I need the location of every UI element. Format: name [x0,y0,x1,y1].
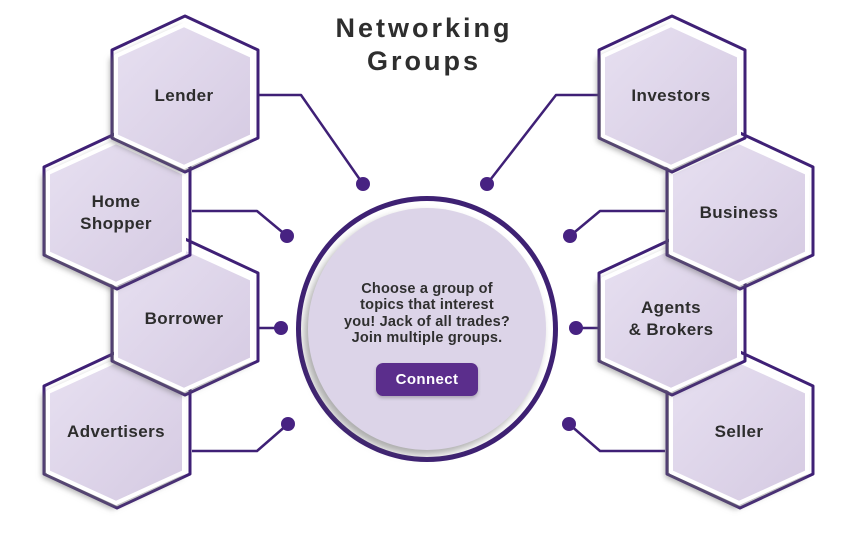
page-title-line-2: Groups [366,46,481,76]
hexagon-label-advertisers: Advertisers [48,361,184,503]
hexagon-shape [110,14,260,174]
hexagon-label-agents-brokers: Agents & Brokers [603,248,739,390]
hexagon-label-home-shopper: Home Shopper [48,142,184,284]
connector-business [563,209,665,243]
hexagon-label-business: Business [671,142,807,284]
connector-borrower [258,321,288,335]
label-line: Seller [714,422,764,441]
label-line: Borrower [144,309,224,328]
page-title: Networking Groups [278,12,570,78]
hexagon-label-borrower: Borrower [116,248,252,390]
hexagon-seller: Seller [665,350,815,510]
hexagon-label-lender: Lender [116,25,252,167]
center-message-line: Choose a group of [361,280,493,297]
label-line: Agents [640,298,702,317]
label-line: Investors [631,86,711,105]
center-circle-content: Choose a group of topics that interest y… [308,208,546,450]
label-line: Business [699,203,779,222]
label-line: & Brokers [628,320,714,339]
connector-agents-brokers [569,321,599,335]
center-message-line: you! Jack of all trades? [344,313,510,330]
hexagon-label-seller: Seller [671,361,807,503]
connector-seller [562,417,665,453]
center-message-line: Join multiple groups. [351,330,503,346]
center-circle: Choose a group of topics that interest y… [296,196,558,462]
label-line: Lender [154,86,214,105]
hexagon-business: Business [665,131,815,291]
connector-advertisers [192,417,295,453]
label-line: Shopper [80,214,152,233]
center-message: Choose a group of topics that interest y… [344,281,510,347]
connector-investors [480,93,599,191]
label-line: Home [91,192,141,211]
hexagon-shape [597,14,747,174]
label-line: Advertisers [67,422,165,441]
connect-button[interactable]: Connect [375,362,479,396]
hexagon-lender: Lender [110,14,260,174]
connector-lender [258,93,370,191]
center-message-line: topics that interest [360,297,494,313]
connector-home-shopper [192,209,294,243]
hexagon-label-investors: Investors [603,25,739,167]
page-title-line-1: Networking [335,13,513,43]
hexagon-shape [665,350,815,510]
hexagon-investors: Investors [597,14,747,174]
